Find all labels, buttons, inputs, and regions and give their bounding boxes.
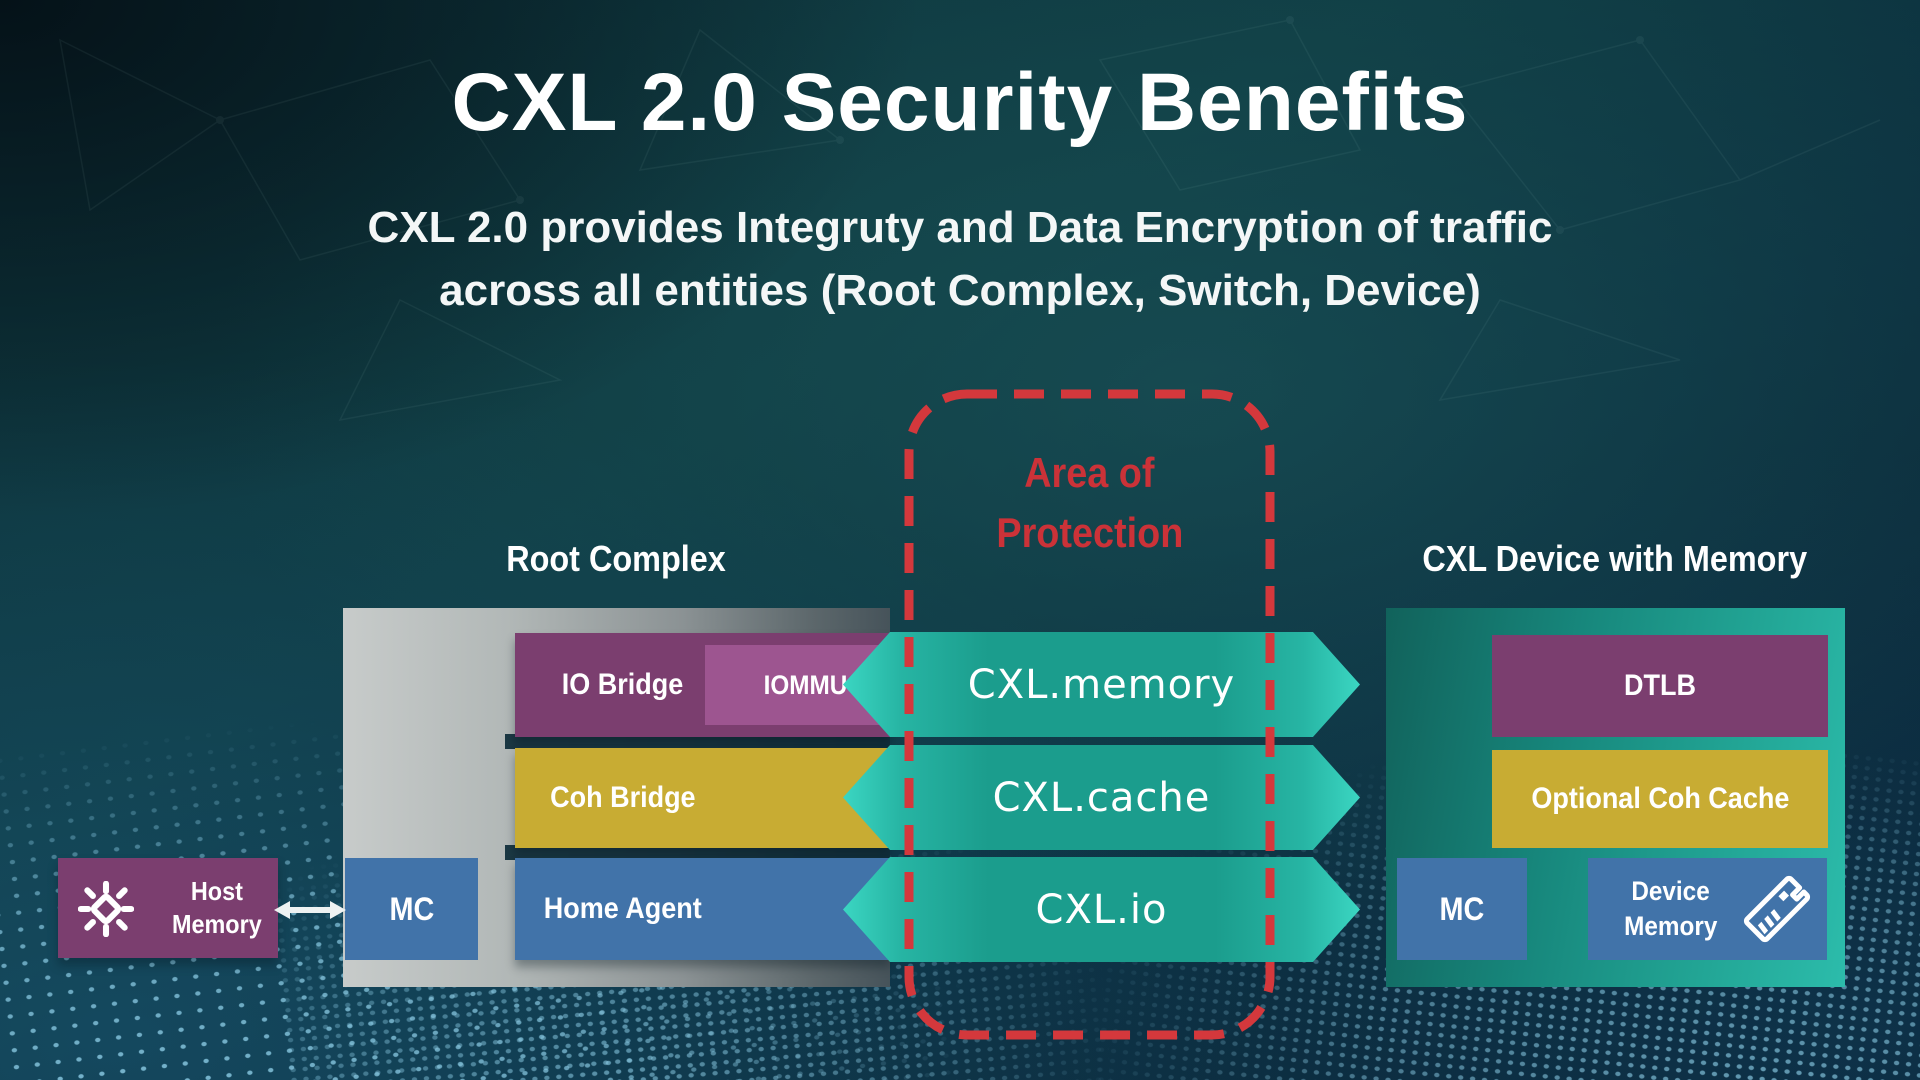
mc-label: MC [1439, 890, 1485, 927]
protection-label-line2: Protection [996, 509, 1183, 556]
page-title: CXL 2.0 Security Benefits [451, 57, 1469, 148]
iommu-label: IOMMU [763, 669, 847, 700]
device-memory-label-line2: Memory [1624, 911, 1718, 941]
subtitle-line-1: CXL 2.0 provides Integruty and Data Encr… [367, 203, 1553, 252]
cxl-memory-label: CXL.memory [967, 661, 1236, 708]
optional-coh-cache-box: Optional Coh Cache [1492, 750, 1828, 848]
io-bridge-label: IO Bridge [561, 668, 684, 701]
home-agent-box: Home Agent [515, 858, 890, 960]
ram-module-icon [1743, 875, 1811, 943]
coh-bridge-box: Coh Bridge [515, 748, 890, 848]
subtitle: CXL 2.0 provides Integruty and Data Encr… [0, 196, 1920, 322]
io-bridge-box: IO Bridge IOMMU [515, 633, 905, 737]
root-complex-mc-box: MC [345, 858, 478, 960]
polygon-mesh-decoration [59, 16, 1881, 422]
cxl-device-mc-box: MC [1397, 858, 1527, 960]
root-complex-heading: Root Complex [506, 538, 727, 579]
subtitle-line-2: across all entities (Root Complex, Switc… [439, 266, 1481, 315]
mc-label: MC [389, 890, 434, 927]
cxl-io-label: CXL.io [1035, 886, 1168, 933]
device-memory-box: Device Memory [1588, 858, 1827, 960]
protection-label-line1: Area of [1024, 449, 1155, 496]
protection-area-label: Area of Protection [903, 443, 1276, 563]
optional-coh-cache-label: Optional Coh Cache [1530, 782, 1790, 815]
host-memory-label-line1: Host [190, 876, 244, 906]
device-memory-label-line1: Device [1631, 876, 1711, 906]
cxl-cache-label: CXL.cache [992, 774, 1211, 821]
row-gap-shadow [505, 734, 890, 749]
chip-burst-icon [78, 881, 134, 937]
protection-boundary [904, 389, 1275, 1040]
dtlb-label: DTLB [1623, 669, 1696, 702]
dtlb-box: DTLB [1492, 635, 1828, 737]
coh-bridge-label: Coh Bridge [549, 781, 696, 814]
home-agent-label: Home Agent [543, 892, 702, 925]
row-gap-shadow [505, 845, 890, 860]
host-memory-mc-link-icon [274, 901, 346, 919]
host-memory-label-line2: Memory [172, 909, 262, 939]
host-memory-box: Host Memory [58, 858, 278, 958]
cxl-device-heading: CXL Device with Memory [1422, 538, 1808, 579]
